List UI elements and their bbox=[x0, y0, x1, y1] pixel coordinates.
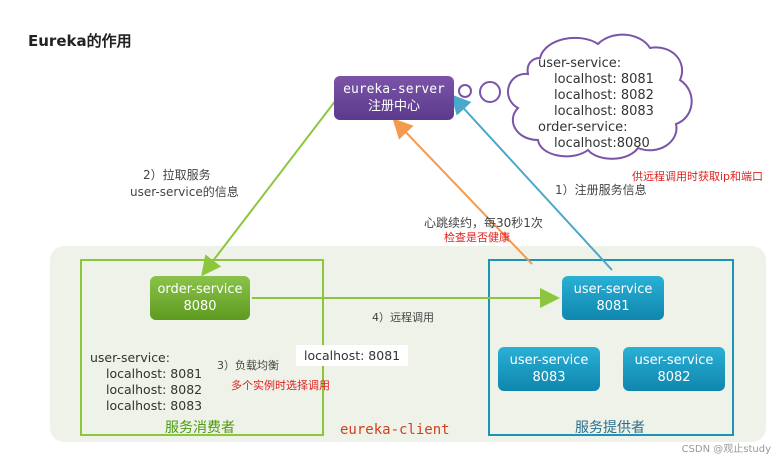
user-service-port: 8083 bbox=[532, 370, 566, 385]
heartbeat-arrow bbox=[392, 118, 533, 265]
pull-detail-label: user-service的信息 bbox=[130, 185, 239, 199]
user-service-port: 8082 bbox=[657, 370, 691, 385]
consumer-list-item: localhost: 8083 bbox=[106, 398, 203, 413]
eureka-client-label: eureka-client bbox=[340, 422, 450, 438]
cloud-line: localhost: 8083 bbox=[554, 104, 654, 119]
pull-step-label: 2）拉取服务 bbox=[143, 168, 211, 182]
user-service-port: 8081 bbox=[596, 299, 630, 314]
thought-bubble-medium bbox=[479, 81, 501, 103]
load-balance-label: 3）负载均衡 bbox=[217, 359, 279, 372]
cloud-line: localhost:8080 bbox=[554, 136, 650, 151]
order-service-name: order-service bbox=[157, 282, 243, 297]
consumer-list-item: localhost: 8082 bbox=[106, 382, 203, 397]
pull-arrow bbox=[201, 99, 337, 277]
user-service-name: user-service bbox=[634, 353, 714, 368]
heartbeat-label: 心跳续约，每30秒1次 bbox=[424, 216, 543, 230]
cloud-line: user-service: bbox=[538, 56, 622, 71]
user-service-name: user-service bbox=[509, 353, 589, 368]
user-service-name: user-service bbox=[573, 282, 653, 297]
page-title: Eureka的作用 bbox=[28, 32, 132, 50]
thought-bubble-small bbox=[458, 84, 472, 98]
cloud-line: localhost: 8082 bbox=[554, 88, 654, 103]
register-arrow bbox=[450, 94, 613, 271]
eureka-server-name: eureka-server bbox=[343, 82, 445, 97]
selected-instance-tag: localhost: 8081 bbox=[296, 345, 409, 366]
cloud-line: localhost: 8081 bbox=[554, 72, 654, 87]
consumer-list-item: user-service: bbox=[90, 350, 170, 365]
load-balance-note: 多个实例时选择调用 bbox=[231, 379, 330, 392]
eureka-server-node: eureka-server 注册中心 bbox=[334, 76, 454, 120]
user-service-node-8083: user-service 8083 bbox=[498, 347, 600, 391]
consumer-service-list: user-service: localhost: 8081 localhost:… bbox=[90, 350, 202, 414]
consumer-list-item: localhost: 8081 bbox=[106, 366, 203, 381]
order-service-node: order-service 8080 bbox=[150, 276, 250, 320]
watermark: CSDN @观止study bbox=[681, 444, 771, 455]
register-step-label: 1）注册服务信息 bbox=[555, 183, 647, 197]
register-note: 供远程调用时获取ip和端口 bbox=[632, 170, 764, 183]
registry-cloud-text: user-service: localhost: 8081 localhost:… bbox=[538, 56, 654, 152]
consumer-group-label: 服务消费者 bbox=[165, 420, 235, 436]
user-service-node-8082: user-service 8082 bbox=[623, 347, 725, 391]
provider-group-label: 服务提供者 bbox=[575, 420, 645, 436]
eureka-server-role: 注册中心 bbox=[367, 99, 420, 114]
heartbeat-note: 检查是否健康 bbox=[444, 231, 510, 244]
order-service-port: 8080 bbox=[183, 299, 217, 314]
provider-group bbox=[488, 259, 734, 436]
user-service-node-8081: user-service 8081 bbox=[562, 276, 664, 320]
registry-cloud-shape bbox=[507, 33, 693, 160]
remote-call-label: 4）远程调用 bbox=[372, 311, 434, 324]
cloud-line: order-service: bbox=[538, 120, 628, 135]
